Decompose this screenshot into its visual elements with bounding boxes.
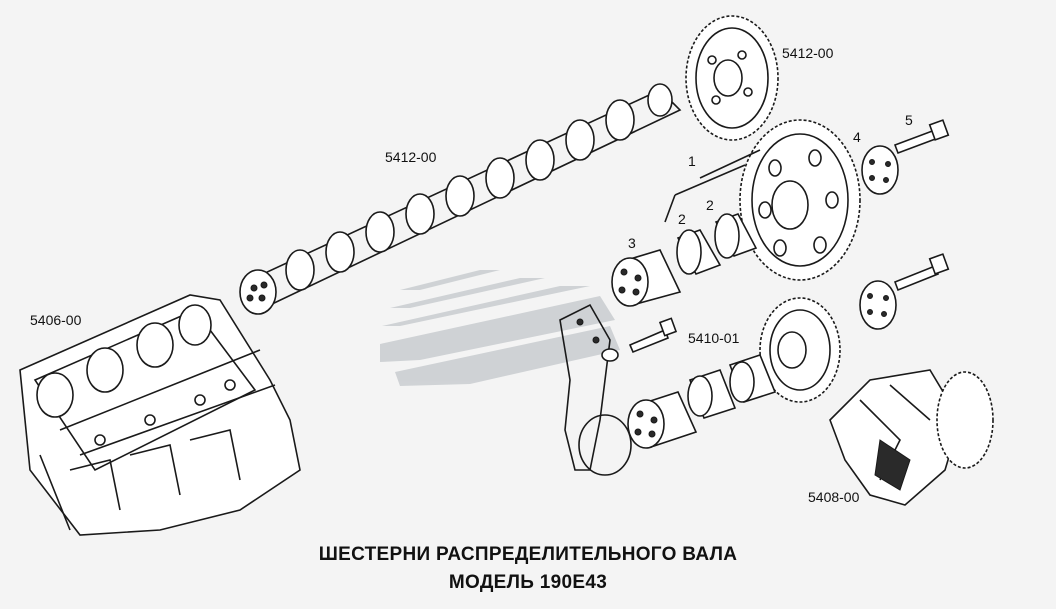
washer-4-top xyxy=(861,145,899,195)
callout-1: 1 xyxy=(688,153,696,169)
camshaft xyxy=(239,83,682,315)
caption-line-1: ШЕСТЕРНИ РАСПРЕДЕЛИТЕЛЬНОГО ВАЛА xyxy=(318,544,738,565)
callout-2b: 2 xyxy=(706,197,714,213)
callout-2a: 2 xyxy=(678,211,686,227)
bolt-5-top xyxy=(893,119,950,155)
idler-gear xyxy=(759,297,841,403)
timing-gear-large xyxy=(739,119,861,281)
hub-3 xyxy=(611,249,682,307)
bushing-2-b xyxy=(714,213,758,259)
bushing-2-a xyxy=(676,229,722,276)
label-camshaft-gear: 5412-00 xyxy=(782,45,834,61)
engine-block xyxy=(19,294,301,536)
bolt-lower xyxy=(893,253,950,292)
callout-5: 5 xyxy=(905,112,913,128)
label-camshaft: 5412-00 xyxy=(385,149,437,165)
label-crankshaft: 5408-00 xyxy=(808,489,860,505)
callout-4: 4 xyxy=(853,129,861,145)
label-engine-block: 5406-00 xyxy=(30,312,82,328)
callout-leaders xyxy=(664,149,761,223)
callout-3: 3 xyxy=(628,235,636,251)
idler-hub xyxy=(627,391,698,449)
camshaft-gear-top xyxy=(685,15,779,141)
crankshaft xyxy=(829,369,994,506)
caption-line-2: МОДЕЛЬ 190Е43 xyxy=(448,572,608,593)
watermark-logo xyxy=(380,270,620,386)
label-idler-gear: 5410-01 xyxy=(688,330,740,346)
washer-lower xyxy=(859,280,897,330)
bolt-idler xyxy=(628,317,678,354)
gasket-bracket xyxy=(559,303,632,476)
idler-bushings xyxy=(687,354,777,419)
